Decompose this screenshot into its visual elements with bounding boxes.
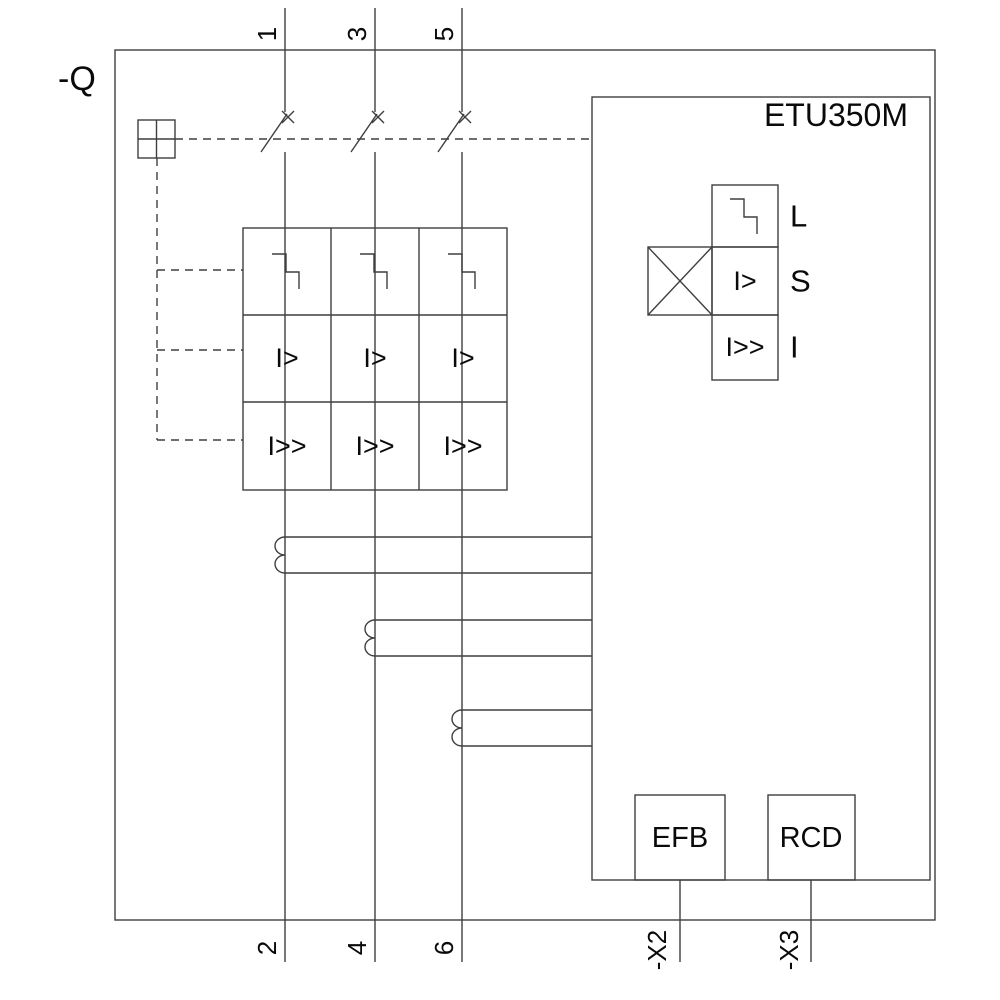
ct-winding-icon xyxy=(451,709,463,747)
pole-1-bottom-terminal-label: 2 xyxy=(252,941,282,955)
current-transformer-pole-2 xyxy=(364,619,592,657)
current-transformer-pole-3 xyxy=(451,709,592,747)
pole-3-top-terminal-label: 5 xyxy=(429,27,459,41)
pole-3-instantaneous-label: I>> xyxy=(443,431,482,461)
long-time-function-box xyxy=(711,184,779,248)
mechanism-cross-lines xyxy=(138,120,175,158)
pole-3-contact-blade xyxy=(437,113,465,153)
device-label: -Q xyxy=(58,60,96,98)
pole-3-bottom-terminal-label: 6 xyxy=(429,941,459,955)
protection-function-grid: I> I> I> I>> I>> I>> xyxy=(242,227,508,491)
ct-secondary-wires xyxy=(375,619,592,657)
breaker-function-cross-icon xyxy=(458,110,472,124)
module-efb: EFB xyxy=(634,794,726,881)
grid-border xyxy=(242,227,508,491)
short-time-symbol: I> xyxy=(733,266,756,296)
inverse-time-curve-icon xyxy=(730,198,758,234)
terminal-x3: -X3 xyxy=(774,880,812,970)
pole-2-contact-blade xyxy=(350,113,378,153)
ct-winding-icon xyxy=(274,536,286,574)
rcd-label: RCD xyxy=(780,822,843,854)
pole-3-overcurrent-label: I> xyxy=(451,343,474,373)
instantaneous-symbol: I>> xyxy=(725,332,764,362)
trip-function-stack: L I> S I>> I xyxy=(647,184,811,381)
efb-label: EFB xyxy=(652,822,708,854)
ct-secondary-wires xyxy=(285,536,592,574)
ct-secondary-wires xyxy=(462,709,592,747)
short-time-label: S xyxy=(790,264,811,299)
drawing-border xyxy=(114,49,936,921)
grid-column-dividers xyxy=(330,228,420,490)
grid-row-dividers xyxy=(243,314,507,403)
instantaneous-label: I xyxy=(790,330,799,365)
pole-2-instantaneous-label: I>> xyxy=(355,431,394,461)
pole-3: 5 6 xyxy=(429,8,472,962)
module-rcd: RCD xyxy=(767,794,856,881)
inverse-time-curve-icon xyxy=(272,253,300,289)
pole-1-contact-blade xyxy=(260,113,288,153)
crossed-box-diagonals xyxy=(647,246,713,316)
pole-1-overcurrent-label: I> xyxy=(275,343,298,373)
x3-terminal-label: -X3 xyxy=(774,930,804,970)
inverse-time-curve-icon xyxy=(360,253,388,289)
x2-terminal-label: -X2 xyxy=(642,930,672,970)
pole-1-instantaneous-label: I>> xyxy=(267,431,306,461)
pole-2-bottom-terminal-label: 4 xyxy=(342,941,372,955)
long-time-label: L xyxy=(790,199,807,234)
trip-unit-box: ETU350M L I> S I>> I EFB RCD xyxy=(591,96,931,881)
trip-unit-border xyxy=(591,96,931,881)
trip-unit-label: ETU350M xyxy=(764,97,908,133)
inverse-time-curve-icon xyxy=(448,253,476,289)
pole-2: 3 4 xyxy=(342,8,385,962)
ct-winding-icon xyxy=(364,619,376,657)
current-transformer-pole-1 xyxy=(274,536,592,574)
breaker-function-cross-icon xyxy=(281,110,295,124)
instantaneous-function-box xyxy=(711,314,779,381)
pole-1-top-terminal-label: 1 xyxy=(252,27,282,41)
terminal-x2: -X2 xyxy=(642,880,681,970)
crossed-box-icon xyxy=(647,246,713,316)
operating-mechanism-icon xyxy=(137,119,176,159)
pole-2-overcurrent-label: I> xyxy=(363,343,386,373)
trip-linkage-dashed-lines xyxy=(156,138,592,441)
pole-2-top-terminal-label: 3 xyxy=(342,27,372,41)
pole-1: 1 2 xyxy=(252,8,295,962)
breaker-function-cross-icon xyxy=(371,110,385,124)
crossed-box-border xyxy=(647,246,713,316)
